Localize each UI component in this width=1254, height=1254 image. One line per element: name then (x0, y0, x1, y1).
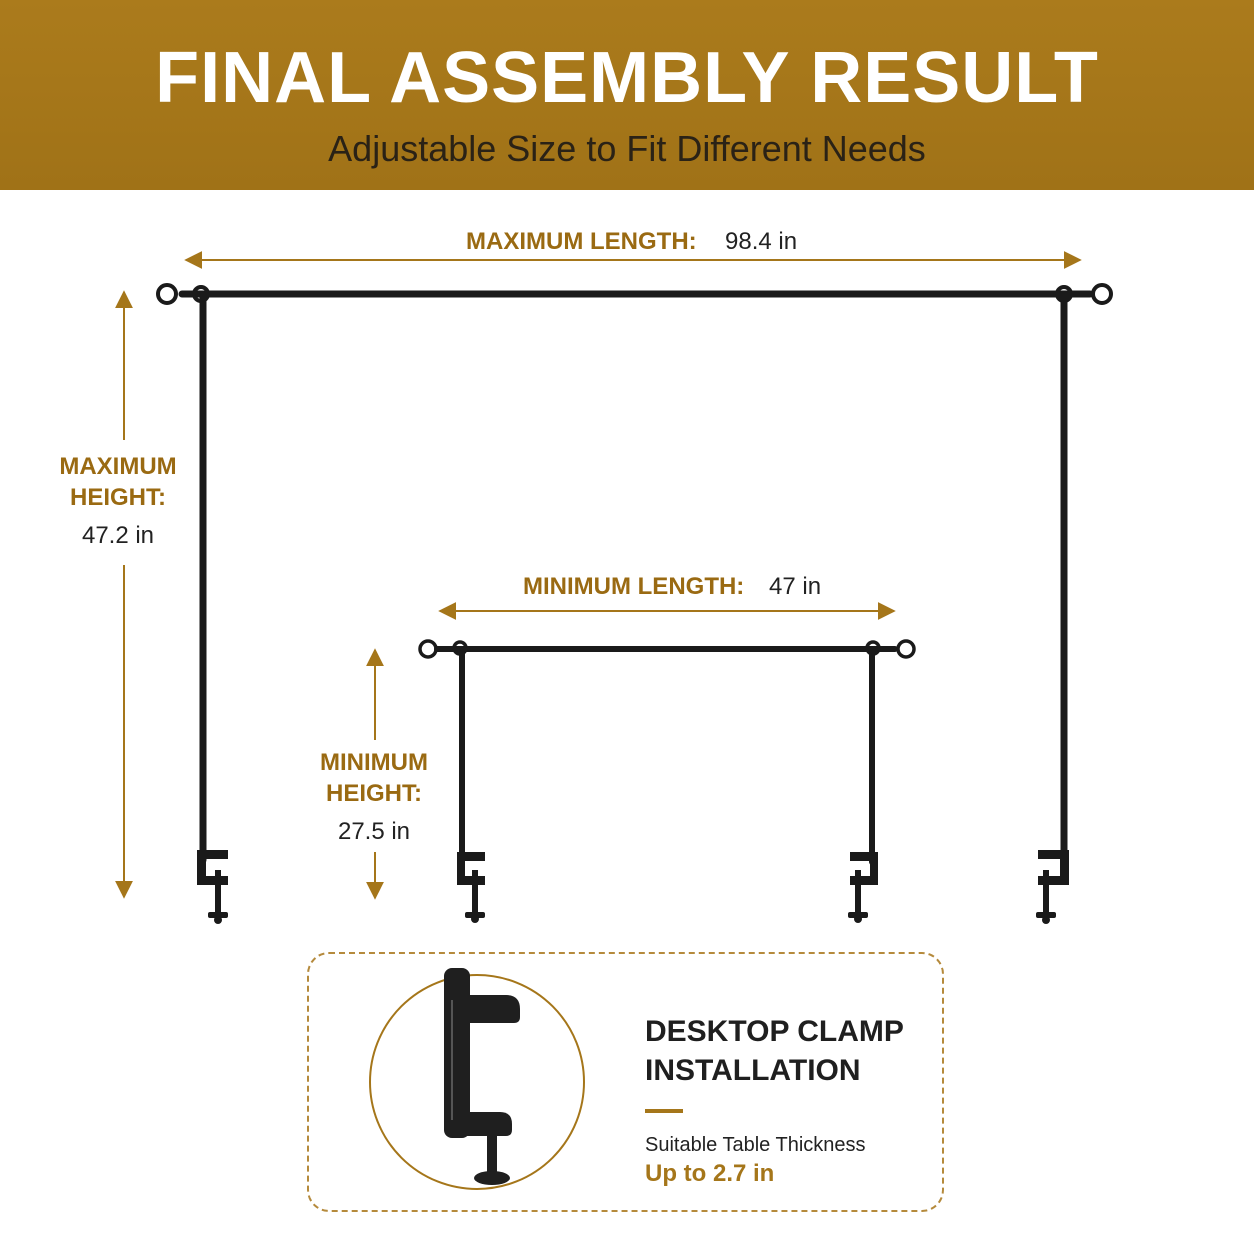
large-frame-clamp-right (1036, 850, 1069, 924)
min-length-label: MINIMUM LENGTH: (523, 573, 745, 600)
clamp-card-divider (645, 1109, 683, 1113)
page-title: FINAL ASSEMBLY RESULT (155, 38, 1099, 118)
max-height-label-line2: HEIGHT: (70, 484, 166, 511)
min-height-label-group: MINIMUM HEIGHT: 27.5 in (296, 747, 452, 847)
clamp-card-value: Up to 2.7 in (645, 1160, 775, 1187)
clamp-info-card (307, 952, 944, 1212)
max-length-value: 98.4 in (725, 228, 798, 255)
max-height-label-line1: MAXIMUM (59, 453, 177, 480)
clamp-card-title-line1: DESKTOP CLAMP (645, 1015, 904, 1048)
page-subtitle: Adjustable Size to Fit Different Needs (328, 128, 926, 169)
small-frame (418, 639, 916, 865)
small-frame-clamp-right (848, 852, 878, 923)
max-length-label: MAXIMUM LENGTH: (466, 228, 697, 255)
clamp-card-subtitle: Suitable Table Thickness (645, 1134, 866, 1156)
min-length-value: 47 in (769, 573, 822, 600)
clamp-card-title-line2: INSTALLATION (645, 1054, 861, 1087)
clamp-card-title: DESKTOP CLAMP INSTALLATION (645, 1012, 925, 1090)
max-height-value: 47.2 in (81, 522, 155, 549)
min-height-label-line2: HEIGHT: (326, 780, 422, 807)
min-height-label-line1: MINIMUM (320, 749, 428, 776)
large-frame-clamp-left (197, 850, 228, 924)
min-height-value: 27.5 in (337, 818, 411, 845)
max-height-label-group: MAXIMUM HEIGHT: 47.2 in (40, 451, 196, 551)
large-frame (156, 283, 1113, 864)
clamp-detail (369, 968, 585, 1190)
header-banner (0, 0, 1254, 190)
small-frame-clamp-left (457, 852, 485, 923)
